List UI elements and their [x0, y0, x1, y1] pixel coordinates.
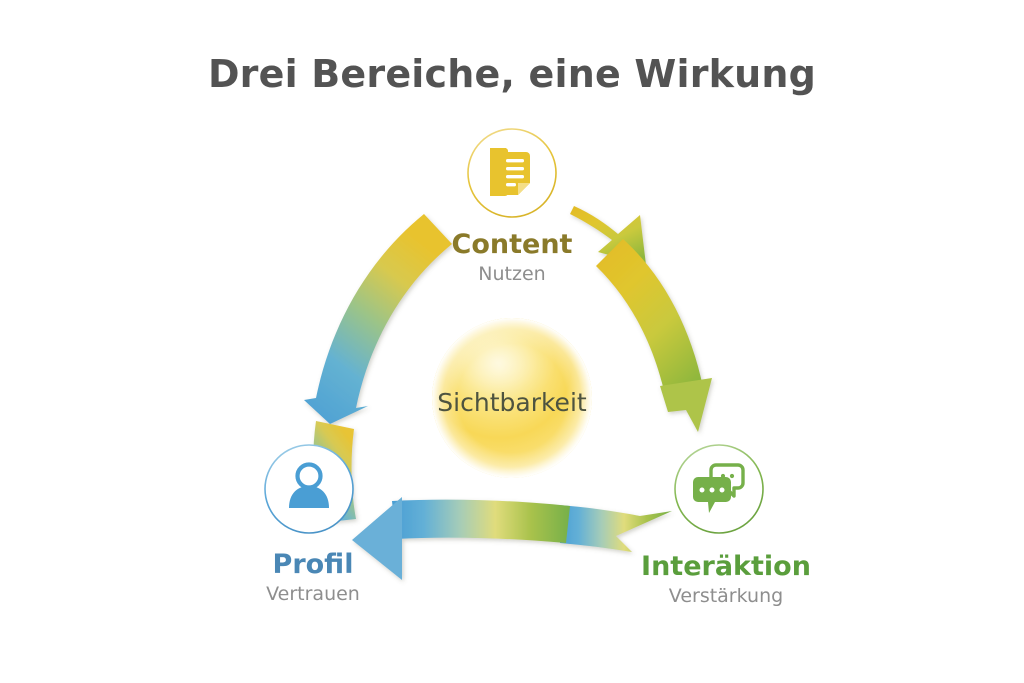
node-content[interactable] — [467, 128, 557, 218]
node-label-interaktion: Interäktion Verstärkung — [606, 551, 846, 609]
node-title-profil: Profil — [272, 549, 354, 580]
node-title-content: Content — [451, 229, 573, 260]
node-label-profil: Profil Vertrauen — [193, 549, 433, 607]
node-subtitle-interaktion: Verstärkung — [668, 585, 784, 608]
node-interaktion[interactable] — [674, 444, 764, 534]
arrow-content-to-interaktion — [570, 206, 712, 432]
arrow-interaktion-to-profil — [352, 497, 672, 580]
node-subtitle-profil: Vertrauen — [266, 583, 360, 606]
node-profil[interactable] — [264, 444, 354, 534]
speech-bubbles-icon — [693, 463, 745, 513]
center-sphere — [432, 318, 592, 478]
node-label-content: Content Nutzen — [392, 229, 632, 287]
page-title: Drei Bereiche, eine Wirkung — [207, 52, 817, 96]
person-icon — [289, 462, 329, 508]
document-icon — [490, 148, 530, 196]
node-title-interaktion: Interäktion — [641, 551, 811, 582]
node-subtitle-content: Nutzen — [478, 263, 546, 286]
